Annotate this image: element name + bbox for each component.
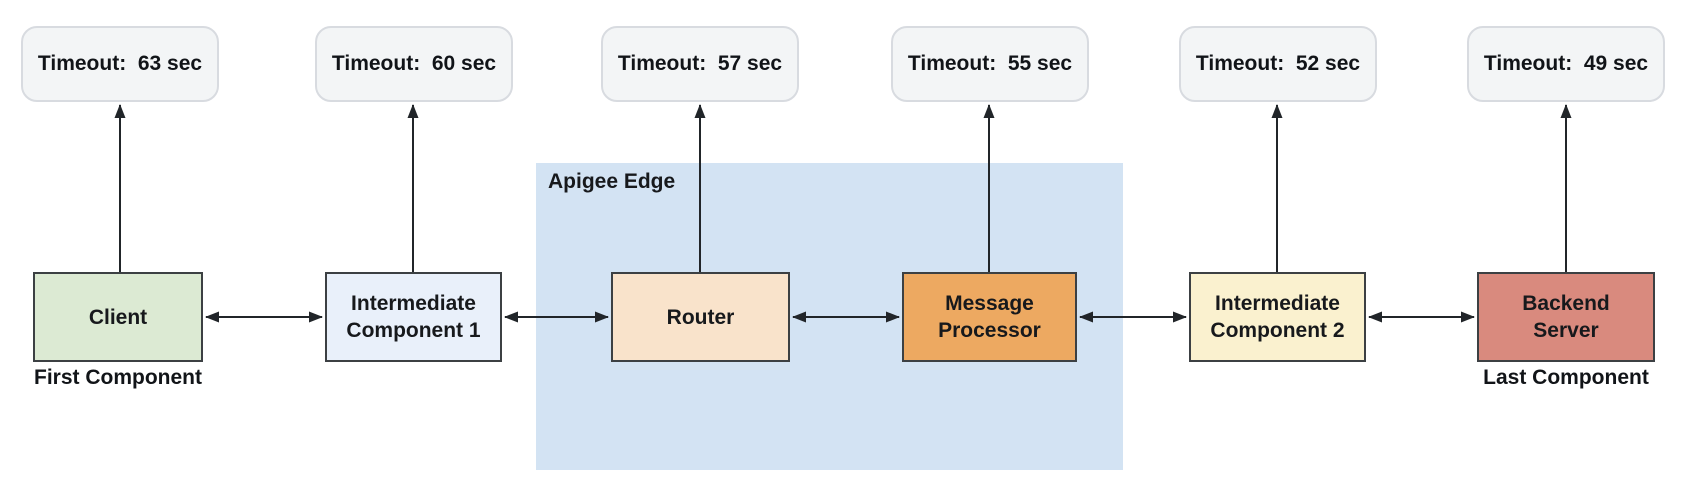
node-message-processor: Message Processor — [902, 272, 1077, 362]
timeout-badge-client: Timeout: 63 sec — [21, 26, 219, 102]
timeout-badge-intermediate-component-2: Timeout: 52 sec — [1179, 26, 1377, 102]
node-router: Router — [611, 272, 790, 362]
node-label-message-processor: Message Processor — [938, 292, 1041, 342]
caption-last-component: Last Component — [1483, 366, 1649, 389]
node-intermediate-component-1: Intermediate Component 1 — [325, 272, 502, 362]
timeout-label-message-processor: Timeout: 55 sec — [907, 52, 1073, 75]
timeout-label-router: Timeout: 57 sec — [617, 52, 783, 75]
node-backend-server: Backend Server — [1477, 272, 1655, 362]
apigee-edge-group-label: Apigee Edge — [548, 170, 676, 193]
node-label-router: Router — [666, 305, 735, 329]
timeout-badge-message-processor: Timeout: 55 sec — [891, 26, 1089, 102]
node-label-backend-server: Backend Server — [1522, 292, 1610, 342]
node-label-intermediate-component-2: Intermediate Component 2 — [1210, 292, 1345, 342]
caption-first-component: First Component — [34, 366, 202, 389]
node-label-client: Client — [88, 305, 148, 329]
timeout-label-backend-server: Timeout: 49 sec — [1483, 52, 1649, 75]
timeout-label-intermediate-component-2: Timeout: 52 sec — [1195, 52, 1361, 75]
timeout-label-intermediate-component-1: Timeout: 60 sec — [331, 52, 497, 75]
timeout-badge-router: Timeout: 57 sec — [601, 26, 799, 102]
node-label-intermediate-component-1: Intermediate Component 1 — [346, 292, 481, 342]
timeout-badge-backend-server: Timeout: 49 sec — [1467, 26, 1665, 102]
node-intermediate-component-2: Intermediate Component 2 — [1189, 272, 1366, 362]
node-client: Client — [33, 272, 203, 362]
timeout-label-client: Timeout: 63 sec — [37, 52, 203, 75]
timeout-badge-intermediate-component-1: Timeout: 60 sec — [315, 26, 513, 102]
